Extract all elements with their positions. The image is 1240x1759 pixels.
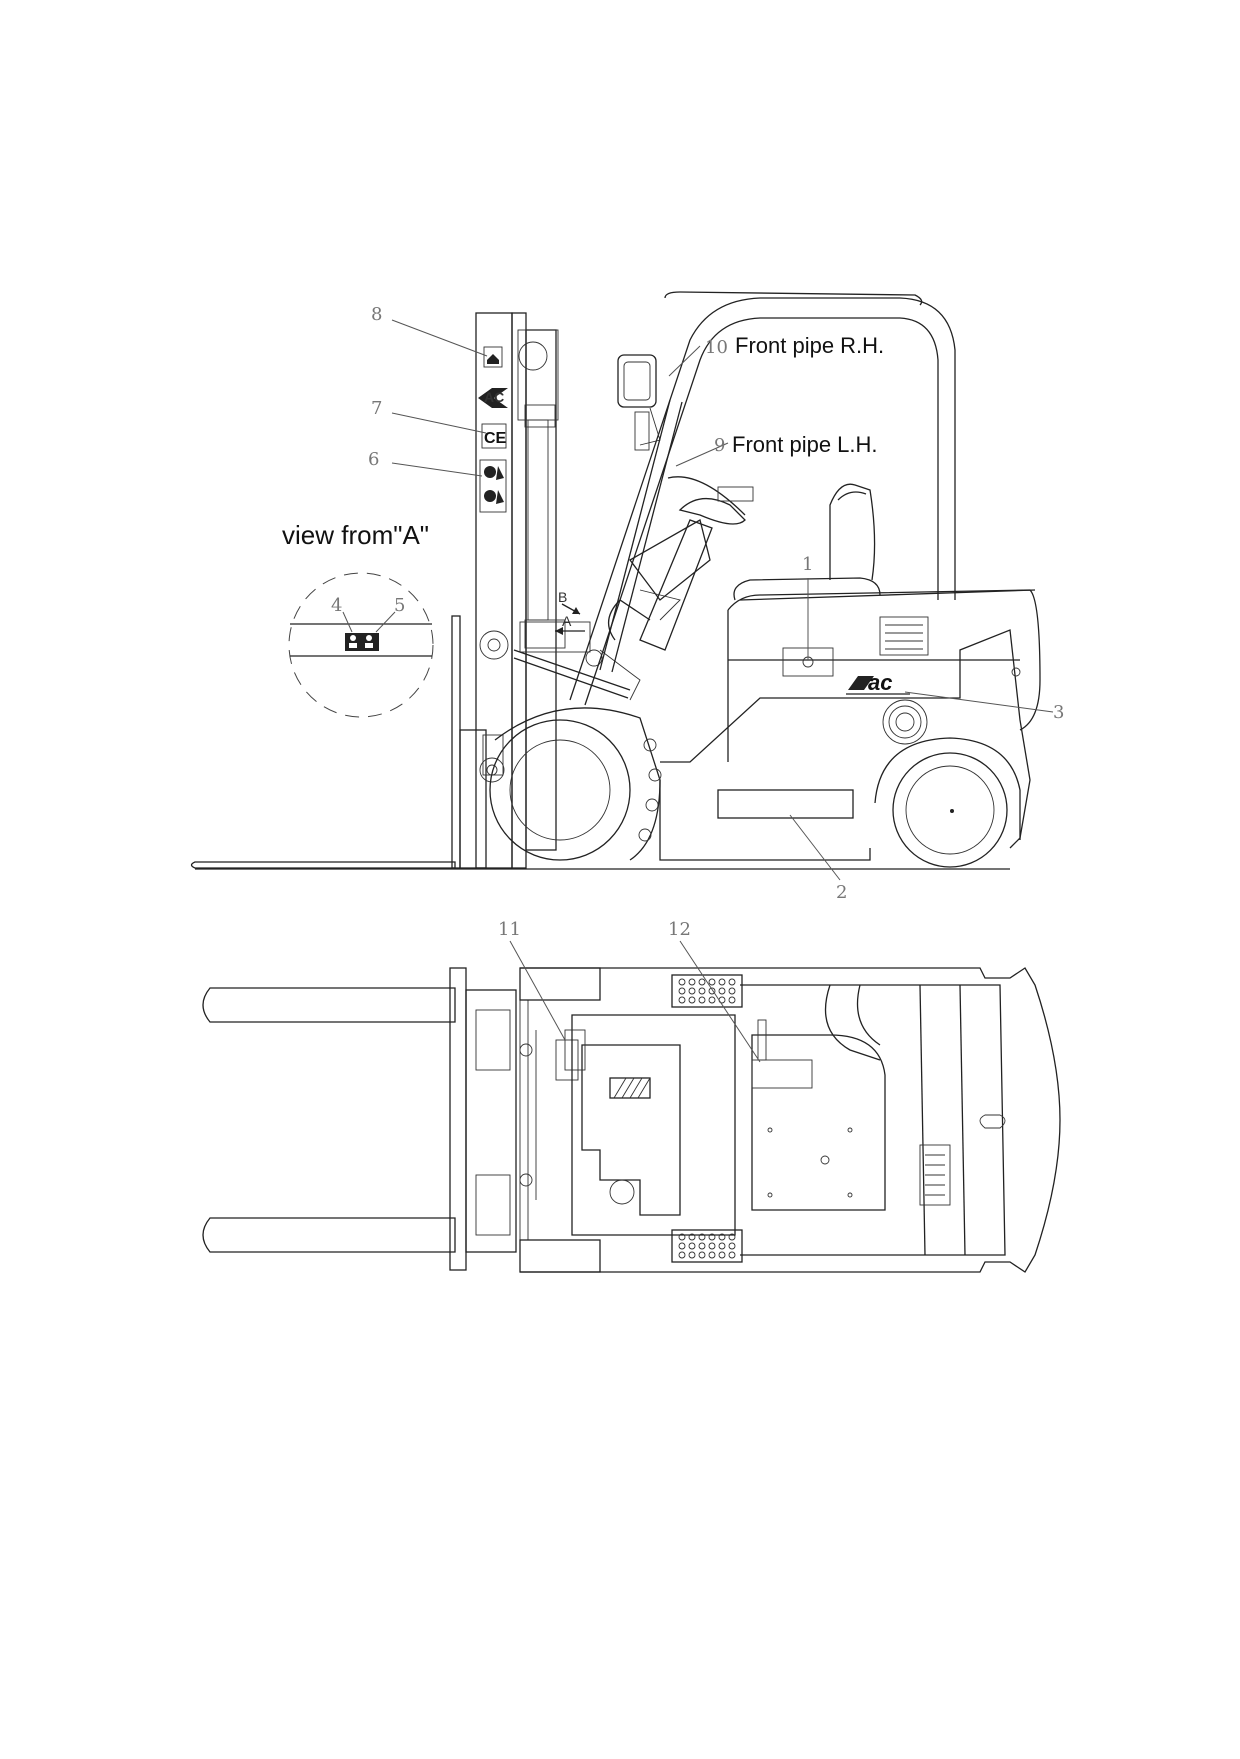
ce-mark-decal: CE bbox=[481, 423, 507, 449]
callout-12: 12 bbox=[668, 919, 691, 940]
callout-numbers: 1 2 3 4 5 6 7 8 9 10 11 12 bbox=[331, 304, 1064, 940]
front-wheel bbox=[489, 707, 662, 861]
overhead-guard bbox=[569, 291, 956, 706]
mirror bbox=[617, 354, 661, 451]
view-arrow-a: A bbox=[555, 613, 585, 635]
front-pipe-lh-label: Front pipe L.H. bbox=[732, 432, 878, 457]
callout-2: 2 bbox=[836, 882, 847, 903]
callout-leaders bbox=[342, 319, 1054, 1063]
svg-text:AC: AC bbox=[484, 389, 504, 405]
ac-logo-text: ac bbox=[868, 670, 892, 695]
callout-5: 5 bbox=[394, 595, 405, 616]
top-view bbox=[202, 967, 1061, 1273]
mast-decal-6 bbox=[479, 459, 507, 513]
decal-4-5-pair bbox=[345, 633, 379, 651]
callout-7: 7 bbox=[371, 398, 382, 419]
seat bbox=[733, 483, 881, 601]
rear-grille bbox=[882, 699, 928, 745]
rear-wheel bbox=[874, 737, 1021, 868]
svg-text:CE: CE bbox=[484, 430, 507, 447]
top-decal-12-front bbox=[671, 974, 743, 1008]
callout-9: 9 bbox=[714, 435, 725, 456]
top-body bbox=[519, 967, 1061, 1273]
callout-6: 6 bbox=[368, 449, 379, 470]
top-step-plate-rear bbox=[671, 1229, 743, 1263]
front-pipe-rh-label: Front pipe R.H. bbox=[735, 333, 884, 358]
top-pedal-hatch bbox=[609, 1077, 651, 1099]
mast-decal-8 bbox=[483, 346, 503, 368]
front-pipe bbox=[599, 399, 683, 673]
side-view: AC CE A B bbox=[190, 291, 1041, 870]
steering bbox=[599, 476, 754, 701]
callout-4: 4 bbox=[331, 595, 342, 616]
top-fork-right bbox=[202, 1217, 456, 1253]
callout-11: 11 bbox=[498, 919, 521, 940]
view-a-detail bbox=[288, 572, 434, 718]
callout-8: 8 bbox=[371, 304, 382, 325]
fork bbox=[190, 615, 487, 869]
top-carriage bbox=[449, 967, 579, 1271]
callout-10: 10 bbox=[705, 337, 728, 358]
view-from-a-label: view from"A" bbox=[282, 520, 429, 550]
callout-3: 3 bbox=[1053, 702, 1064, 723]
tilt-cylinder bbox=[513, 621, 631, 699]
mast bbox=[475, 312, 566, 869]
arrow-b-label: B bbox=[558, 589, 567, 605]
callout-1: 1 bbox=[802, 554, 813, 575]
chassis bbox=[659, 589, 1041, 861]
mast-logo-decal: AC bbox=[478, 388, 508, 408]
view-arrow-b: B bbox=[558, 589, 581, 615]
top-fork-left bbox=[202, 987, 456, 1023]
ac-logo-decal: ac bbox=[846, 670, 910, 695]
arrow-a-label: A bbox=[562, 613, 572, 629]
